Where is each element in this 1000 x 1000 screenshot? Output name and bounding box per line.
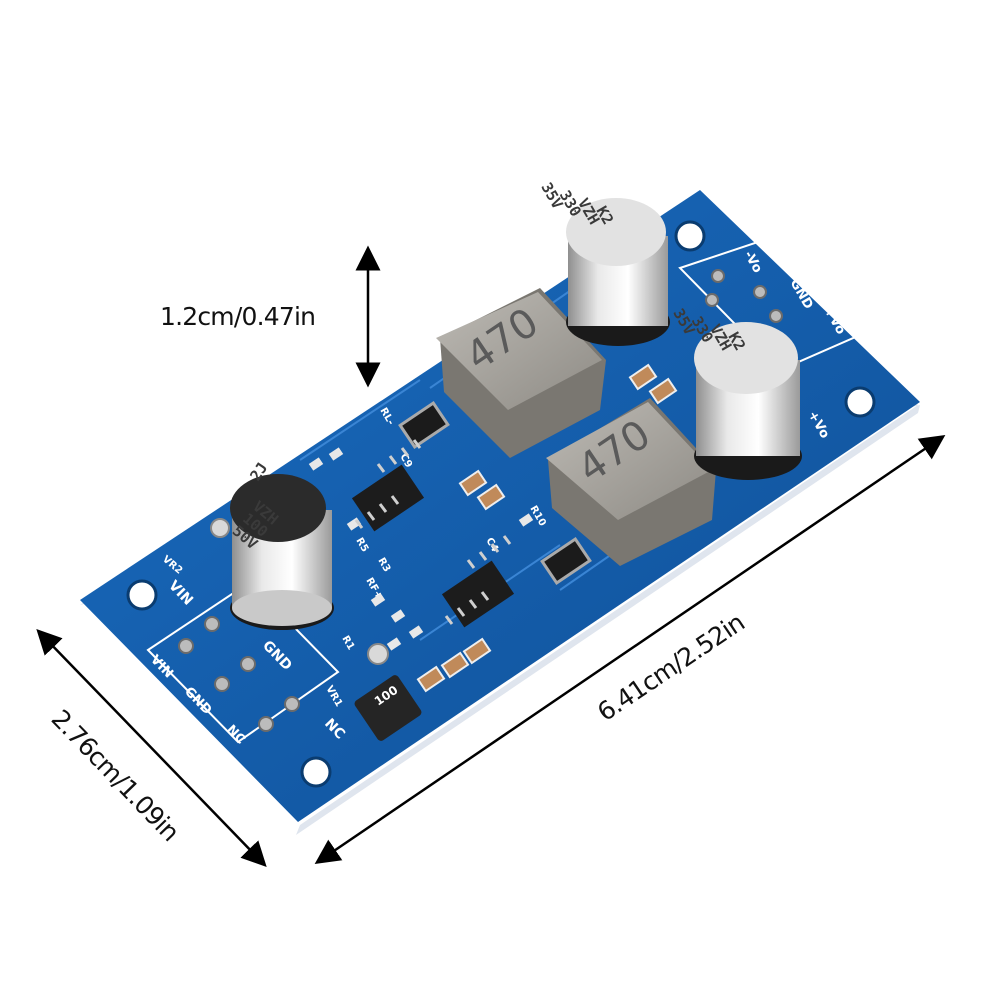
small-inductor: 100 [354,675,422,741]
mount-hole [844,386,876,418]
width-arrow [36,629,267,867]
potentiometer [210,518,230,538]
mount-hole [674,220,706,252]
header-pin [214,676,230,692]
length-label: 6.41cm/2.52in [592,608,749,727]
power-inductor-bottom: 470 [546,398,716,566]
ic-chip [351,439,425,532]
header-pin [711,269,725,283]
pcb-board: VIN GND NC VIN GND NC -Vo GND +Vo +Vo [80,179,920,835]
header-pin [240,656,256,672]
ic-chip [441,535,515,628]
capacitor-output-bottom: K2 VZH 330 35V [669,305,802,480]
header-pin [204,616,220,632]
header-pin [178,638,194,654]
height-dimension: 1.2cm/0.47in [160,245,381,388]
smd-resistors [308,447,534,651]
header-pin [753,285,767,299]
diode [540,536,592,586]
smd-capacitors [416,363,678,693]
mount-hole [300,756,332,788]
length-arrow [314,434,946,865]
diode [398,400,450,450]
width-label: 2.76cm/1.09in [46,704,185,847]
header-pin [705,293,719,307]
capacitor-input: 2J VZH 100 50V [229,459,334,630]
header-pin [769,309,783,323]
mount-hole [126,579,158,611]
header-pin [258,716,274,732]
header-pin [284,696,300,712]
potentiometer [367,643,389,665]
height-label: 1.2cm/0.47in [160,302,315,331]
